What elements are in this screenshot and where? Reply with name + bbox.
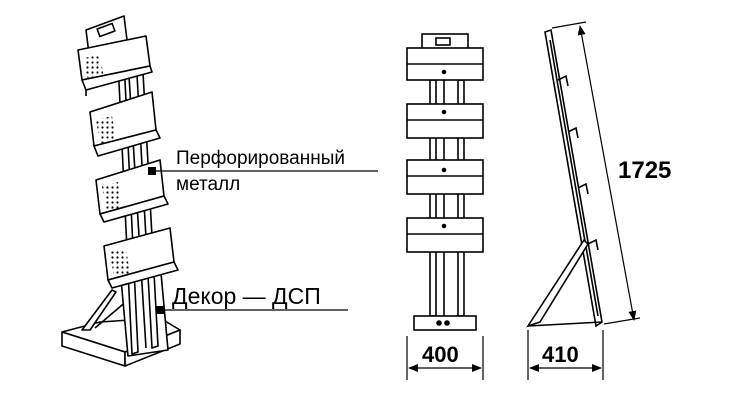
side-rear-support — [526, 238, 590, 328]
dimension-side-depth — [527, 330, 604, 380]
pocket-2 — [89, 91, 161, 157]
rear-support — [81, 289, 117, 331]
callout-decor-label: Декор — ДСП — [172, 283, 321, 309]
front-header-slot — [435, 37, 451, 46]
side-floor-bar — [527, 321, 603, 327]
front-pocket-2 — [406, 103, 484, 139]
callout-perforated-line1: Перфорированный — [176, 148, 345, 169]
dimension-side-depth-label: 410 — [542, 342, 579, 367]
callout-decor: Декор — ДСП — [156, 283, 348, 314]
callout-perforated-line2: металл — [176, 174, 240, 195]
front-pocket-1 — [406, 47, 484, 81]
side-view — [526, 28, 603, 328]
top-header-slot — [96, 22, 116, 38]
dimension-height-label: 1725 — [618, 157, 671, 184]
dimension-front-width-label: 400 — [422, 342, 459, 367]
side-panel-inner — [549, 39, 599, 317]
dimension-height-arrow — [577, 25, 637, 321]
dimension-front-width — [406, 336, 484, 380]
pocket-3 — [95, 159, 169, 223]
pocket-1 — [77, 35, 153, 96]
dimension-height — [551, 21, 641, 325]
side-pocket-lip-1 — [557, 74, 569, 87]
callout-perforated: Перфорированный металл — [148, 148, 378, 195]
pocket-4 — [103, 227, 179, 289]
side-pocket-lip-2 — [567, 126, 579, 139]
rear-support-brace — [94, 299, 129, 329]
front-pocket-3 — [406, 159, 484, 195]
perspective-view — [61, 15, 181, 367]
front-pocket-4 — [406, 217, 484, 253]
front-view — [406, 33, 484, 331]
